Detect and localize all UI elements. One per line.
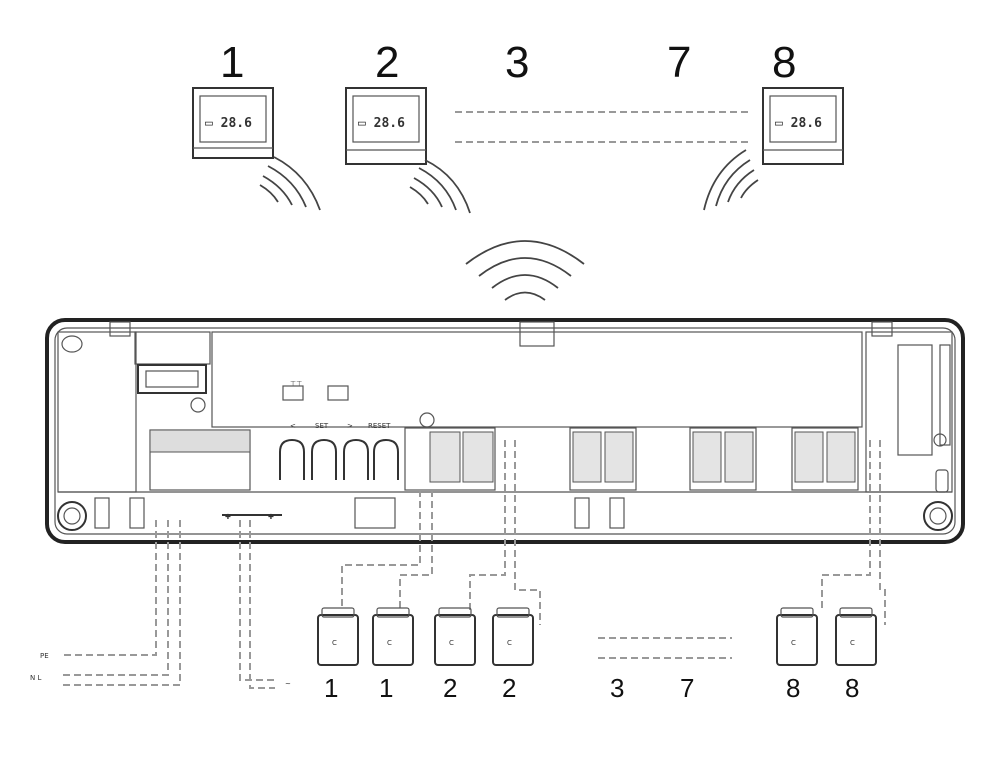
- actuator-3-label: 3: [610, 673, 624, 703]
- wire-label-ac: ~: [285, 680, 291, 688]
- actuator-8b-label: 8: [845, 673, 859, 703]
- actuator-7-label: 7: [680, 673, 694, 703]
- svg-text:⊤⊤: ⊤⊤: [290, 380, 302, 388]
- thermostat-8: 8 ▭ 28.6: [703, 38, 844, 211]
- svg-text:Ⅽ: Ⅽ: [387, 639, 392, 647]
- actuator-8a-label: 8: [786, 673, 800, 703]
- actuator-1b-label: 1: [379, 673, 393, 703]
- signal-waves-8: [703, 149, 759, 211]
- signal-waves-2: [409, 159, 471, 214]
- svg-text:Ⅽ: Ⅽ: [449, 639, 454, 647]
- right-arrow-label: >: [347, 422, 353, 430]
- thermostat-2-label: 2: [375, 38, 399, 87]
- actuator-2b-label: 2: [502, 673, 516, 703]
- actuator-2b: Ⅽ 2: [492, 607, 534, 703]
- actuator-2a-label: 2: [443, 673, 457, 703]
- thermostat-1-display: ▭ 28.6: [205, 116, 252, 131]
- actuator-wires: [341, 440, 886, 625]
- thermostat-1: 1 ▭ 28.6: [192, 38, 321, 211]
- svg-text:✚: ✚: [225, 513, 231, 521]
- svg-text:Ⅽ: Ⅽ: [332, 639, 337, 647]
- signal-waves-1: [259, 156, 321, 211]
- svg-text:Ⅽ: Ⅽ: [850, 639, 855, 647]
- svg-text:Ⅽ: Ⅽ: [507, 639, 512, 647]
- reset-label: RESET: [368, 422, 391, 430]
- svg-text:Ⅽ: Ⅽ: [791, 639, 796, 647]
- set-label: SET: [315, 422, 329, 430]
- power-wires: PE N L ~: [30, 520, 291, 689]
- thermostat-1-label: 1: [220, 38, 244, 87]
- actuator-1a: Ⅽ 1: [317, 607, 359, 703]
- svg-text:✚: ✚: [268, 513, 274, 521]
- thermostat-7-label: 7: [667, 38, 691, 87]
- actuator-8a: Ⅽ 8: [776, 607, 818, 703]
- actuator-1a-label: 1: [324, 673, 338, 703]
- actuator-1b: Ⅽ 1: [372, 607, 414, 703]
- controller-signal-waves: [465, 240, 585, 301]
- controller-unit: ⊤⊤ < SET > RESET: [45, 318, 965, 544]
- wire-label-nl: N L: [30, 674, 41, 682]
- thermostat-2: 2 ▭ 28.6: [345, 38, 471, 214]
- thermostat-2-display: ▭ 28.6: [358, 116, 405, 131]
- terminal-blocks: [149, 427, 859, 491]
- control-buttons: ⊤⊤ < SET > RESET: [279, 380, 435, 480]
- thermostat-8-label: 8: [772, 38, 796, 87]
- actuators: Ⅽ 1 Ⅽ 1 Ⅽ 2 Ⅽ 2 3 7 Ⅽ 8: [317, 607, 877, 703]
- wire-label-pe: PE: [40, 652, 49, 660]
- thermostat-3-label: 3: [505, 38, 529, 87]
- left-arrow-label: <: [290, 422, 296, 430]
- actuator-8b: Ⅽ 8: [835, 607, 877, 703]
- thermostat-8-display: ▭ 28.6: [775, 116, 822, 131]
- actuator-2a: Ⅽ 2: [434, 607, 476, 703]
